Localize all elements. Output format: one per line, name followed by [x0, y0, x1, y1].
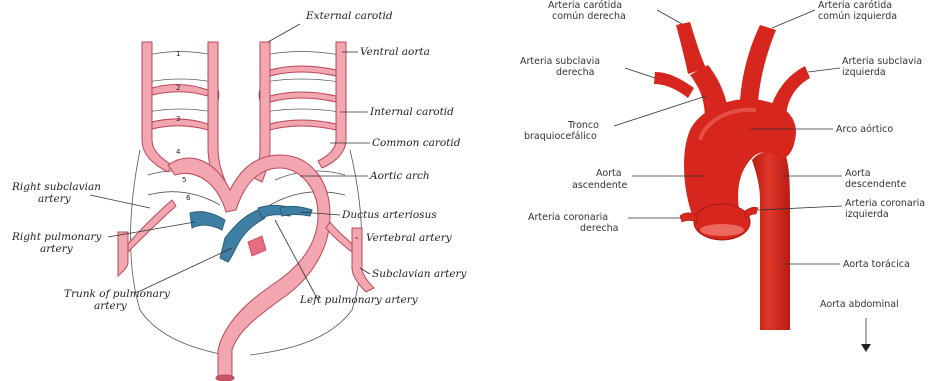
- pulmonary-stump: [248, 236, 266, 256]
- label-coronaria-derecha-1: Arteria coronaria: [528, 212, 608, 223]
- adult-aorta-diagram: Arteria carótida común derecha Arteria c…: [520, 0, 925, 352]
- label-external-carotid: External carotid: [305, 10, 393, 22]
- left-common-carotid: [740, 25, 776, 102]
- label-carotida-izquierda-1: Arteria carótida: [818, 0, 892, 11]
- label-right-pulmonary-1: Right pulmonary: [11, 231, 102, 243]
- arch-number-3: 3: [176, 115, 180, 123]
- left-coronary-stub: [744, 207, 758, 218]
- label-aortic-arch: Aortic arch: [369, 170, 430, 182]
- label-ventral-aorta: Ventral aorta: [360, 46, 430, 58]
- label-aorta-ascendente-1: Aorta: [596, 168, 622, 179]
- arch-number-4: 4: [176, 148, 181, 156]
- label-trunk-pulmonary-1: Trunk of pulmonary: [64, 288, 171, 300]
- label-internal-carotid: Internal carotid: [369, 106, 454, 118]
- label-carotida-derecha-2: común derecha: [552, 11, 626, 22]
- embryonic-aortic-arches-diagram: 1 2 3 4 5 6 External carotid Ventral aor…: [11, 10, 468, 381]
- label-tronco-2: braquiocefálico: [524, 131, 597, 142]
- left-ventral-aorta: [318, 42, 346, 168]
- label-trunk-pulmonary-2: artery: [94, 300, 128, 312]
- right-ventral-aorta: [142, 42, 172, 172]
- right-coronary-stub: [680, 213, 697, 222]
- label-right-pulmonary-2: artery: [40, 243, 74, 255]
- right-pulmonary-vessel: [190, 212, 225, 230]
- label-carotida-izquierda-2: común izquierda: [818, 11, 897, 22]
- label-coronaria-derecha-2: derecha: [580, 223, 618, 234]
- label-ductus-arteriosus: Ductus arteriosus: [341, 209, 437, 221]
- right-subclavian-vessel: [118, 232, 128, 276]
- arch-number-5: 5: [182, 176, 186, 184]
- label-coronaria-izquierda-2: izquierda: [845, 209, 889, 220]
- arch-number-2: 2: [176, 84, 180, 92]
- label-aorta-descendente-2: descendente: [845, 179, 907, 190]
- label-subclavian-artery: Subclavian artery: [372, 268, 468, 280]
- label-tronco-1: Tronco: [567, 120, 599, 131]
- arch-number-6: 6: [186, 194, 191, 202]
- right-common-carotid: [676, 22, 706, 74]
- label-subclavia-izquierda-1: Arteria subclavia: [842, 56, 922, 67]
- label-subclavia-derecha-2: derecha: [556, 67, 594, 78]
- label-aorta-abdominal: Aorta abdominal: [820, 299, 899, 310]
- descending-aorta: [752, 151, 790, 330]
- label-right-subclavian-2: artery: [38, 193, 72, 205]
- label-subclavia-derecha-1: Arteria subclavia: [520, 56, 600, 67]
- label-arco-aortico: Arco aórtico: [836, 124, 893, 135]
- label-coronaria-izquierda-1: Arteria coronaria: [845, 198, 925, 209]
- label-left-pulmonary: Left pulmonary artery: [299, 294, 419, 306]
- label-aorta-toracica: Aorta torácica: [843, 259, 910, 270]
- label-common-carotid: Common carotid: [372, 137, 461, 149]
- label-aorta-ascendente-2: ascendente: [572, 180, 627, 191]
- label-right-subclavian-1: Right subclavian: [11, 181, 101, 193]
- arch-number-1: 1: [176, 50, 180, 58]
- label-carotida-derecha-1: Arteria carótida: [548, 0, 622, 11]
- pink-arteries: [118, 42, 374, 381]
- label-subclavia-izquierda-2: izquierda: [842, 67, 886, 78]
- label-vertebral-artery: Vertebral artery: [366, 232, 453, 244]
- ductus-vessel: [280, 206, 312, 216]
- right-subclavian: [654, 72, 694, 98]
- label-aorta-descendente-1: Aorta: [845, 168, 871, 179]
- pulmonary-trunk: [220, 210, 265, 262]
- left-subclavian: [770, 66, 810, 115]
